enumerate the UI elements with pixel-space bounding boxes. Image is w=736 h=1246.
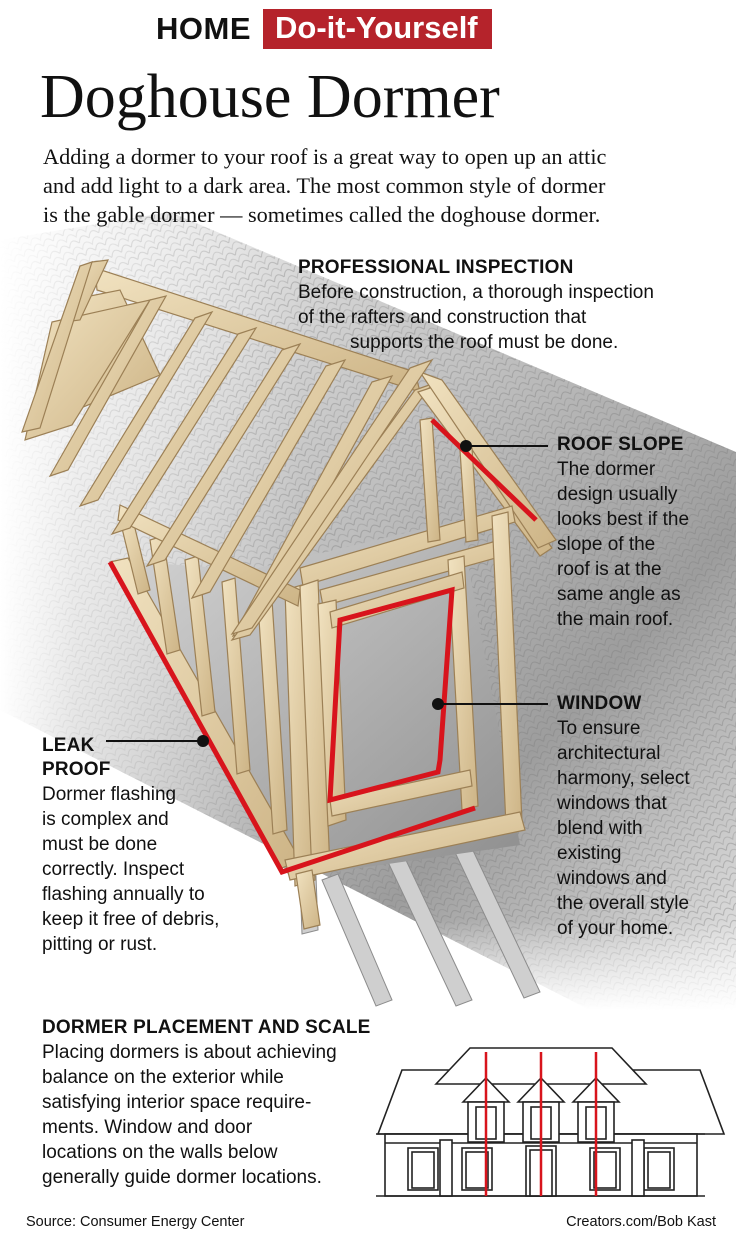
callout-line: pitting or rust. (42, 934, 158, 955)
callout-line: the main roof. (557, 609, 674, 630)
brand-header: HOME Do-it-Yourself (156, 6, 492, 52)
callout-line: The dormer (557, 459, 656, 480)
callout-line: looks best if the (557, 509, 690, 530)
callout-line: is complex and (42, 809, 169, 830)
roof-slope-marker (430, 418, 538, 522)
callout-line: generally guide dormer locations. (42, 1167, 322, 1188)
page-title: Doghouse Dormer (40, 63, 500, 131)
callout-heading: ROOF SLOPE (557, 434, 684, 455)
callout-line: of the rafters and construction that (298, 307, 587, 328)
callout-professional-inspection: PROFESSIONAL INSPECTION Before construct… (298, 256, 654, 355)
source-credit: Source: Consumer Energy Center (26, 1214, 245, 1230)
artist-credit: Creators.com/Bob Kast (566, 1214, 716, 1230)
intro-line: and add light to a dark area. The most c… (43, 173, 606, 198)
callout-line: Before construction, a thorough inspecti… (298, 282, 654, 303)
callout-line: slope of the (557, 534, 656, 555)
house-alignment-lines (484, 1052, 598, 1196)
callout-line: windows and (557, 868, 667, 889)
dormer-rafters (21, 259, 421, 638)
callout-line: harmony, select (557, 768, 690, 789)
callout-heading: WINDOW (557, 693, 642, 714)
leader-dots (197, 440, 472, 747)
house-elevation-sketch (376, 1047, 726, 1197)
callout-markers (107, 418, 538, 876)
callout-line: flashing annually to (42, 884, 205, 905)
callout-roof-slope: ROOF SLOPE The dormer design usually loo… (557, 433, 689, 632)
callout-heading: PROOF (42, 759, 111, 780)
callout-line: ments. Window and door (42, 1117, 253, 1138)
leak-flashing-marker (107, 560, 476, 876)
callout-line: blend with (557, 818, 643, 839)
intro-line: Adding a dormer to your roof is a great … (43, 144, 607, 169)
callout-dormer-placement: DORMER PLACEMENT AND SCALE Placing dorme… (42, 1016, 371, 1190)
callout-line: balance on the exterior while (42, 1067, 284, 1088)
callout-line: Dormer flashing (42, 784, 177, 805)
callout-line: architectural (557, 743, 661, 764)
callout-line: design usually (557, 484, 678, 505)
callout-heading: PROFESSIONAL INSPECTION (298, 257, 574, 278)
callout-line: must be done (42, 834, 158, 855)
callout-line: satisfying interior space require- (42, 1092, 312, 1113)
callout-line: Placing dormers is about achieving (42, 1042, 337, 1063)
callout-line: supports the roof must be done. (350, 332, 619, 353)
callout-line: keep it free of debris, (42, 909, 220, 930)
callout-heading: DORMER PLACEMENT AND SCALE (42, 1017, 371, 1038)
callout-line: correctly. Inspect (42, 859, 185, 880)
callout-line: existing (557, 843, 622, 864)
callout-line: same angle as (557, 584, 681, 605)
callout-line: windows that (557, 793, 667, 814)
callout-line: of your home. (557, 918, 674, 939)
callout-line: locations on the walls below (42, 1142, 278, 1163)
callout-heading: LEAK (42, 735, 95, 756)
callout-line: roof is at the (557, 559, 662, 580)
brand-home: HOME (156, 11, 251, 46)
leader-lines (106, 445, 548, 742)
callout-line: To ensure (557, 718, 641, 739)
brand-section-label: Do-it-Yourself (263, 9, 492, 49)
callout-line: the overall style (557, 893, 690, 914)
intro-paragraph: Adding a dormer to your roof is a great … (43, 142, 723, 229)
window-outline-marker (327, 586, 455, 804)
callout-leak-proof: LEAK PROOF Dormer flashing is complex an… (42, 734, 219, 957)
callout-window: WINDOW To ensure architectural harmony, … (557, 692, 690, 941)
intro-line: is the gable dormer — sometimes called t… (43, 202, 601, 227)
